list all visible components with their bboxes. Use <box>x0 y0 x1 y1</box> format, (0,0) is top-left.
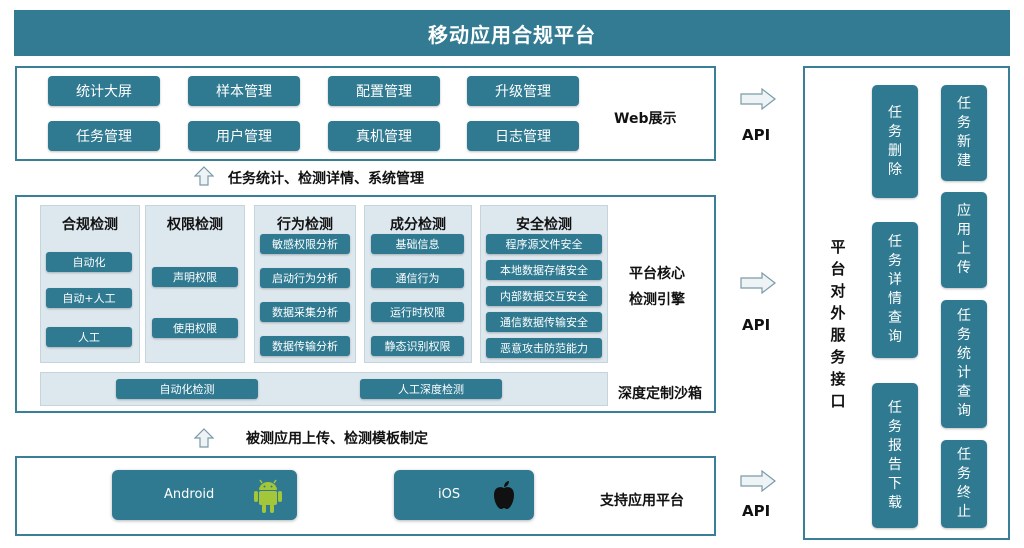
page-title: 移动应用合规平台 <box>14 10 1010 56</box>
web-button-user-mgmt[interactable]: 用户管理 <box>188 121 300 151</box>
service-title: 平台对外服务接口 <box>826 236 850 412</box>
service-task-report-download[interactable]: 任务报告下载 <box>872 383 918 528</box>
panel-item[interactable]: 人工 <box>46 327 132 347</box>
arrow1-label: 任务统计、检测详情、系统管理 <box>228 171 424 187</box>
sandbox-label: 深度定制沙箱 <box>618 386 702 402</box>
panel-item[interactable]: 内部数据交互安全 <box>486 286 602 306</box>
platform-label: 支持应用平台 <box>600 493 684 509</box>
panel-item[interactable]: 本地数据存储安全 <box>486 260 602 280</box>
service-btn-text: 任务新建 <box>957 96 971 169</box>
panel-item[interactable]: 数据传输分析 <box>260 336 350 356</box>
web-button-upgrade-mgmt[interactable]: 升级管理 <box>467 76 579 106</box>
service-task-detail-query[interactable]: 任务详情查询 <box>872 222 918 358</box>
service-btn-text: 任务报告下载 <box>888 399 902 511</box>
ios-platform-button[interactable]: iOS <box>394 470 534 520</box>
panel-title: 安全检测 <box>516 217 572 233</box>
panel-item[interactable]: 声明权限 <box>152 267 238 287</box>
service-btn-text: 任务终止 <box>957 447 971 520</box>
api-label-top: API <box>742 126 771 144</box>
core-label-line1: 平台核心 <box>629 266 685 282</box>
android-platform-button[interactable]: Android <box>112 470 297 520</box>
up-arrow-icon <box>194 166 214 186</box>
api-label-middle: API <box>742 316 771 334</box>
sandbox-item-auto[interactable]: 自动化检测 <box>116 379 258 399</box>
right-arrow-icon <box>740 470 776 492</box>
panel-item[interactable]: 使用权限 <box>152 318 238 338</box>
right-arrow-icon <box>740 88 776 110</box>
panel-security-detection: 安全检测 <box>480 205 608 363</box>
panel-title: 合规检测 <box>62 217 118 233</box>
web-display-label: Web展示 <box>614 111 677 127</box>
web-button-task-mgmt[interactable]: 任务管理 <box>48 121 160 151</box>
core-label-line2: 检测引擎 <box>629 292 685 308</box>
web-button-log-mgmt[interactable]: 日志管理 <box>467 121 579 151</box>
panel-item[interactable]: 通信数据传输安全 <box>486 312 602 332</box>
web-button-config-mgmt[interactable]: 配置管理 <box>328 76 440 106</box>
android-label: Android <box>164 487 215 502</box>
sandbox-item-manual[interactable]: 人工深度检测 <box>360 379 502 399</box>
ios-label: iOS <box>438 487 461 502</box>
panel-item[interactable]: 静态识别权限 <box>371 336 464 356</box>
panel-title: 成分检测 <box>390 217 446 233</box>
web-button-stats-screen[interactable]: 统计大屏 <box>48 76 160 106</box>
panel-item[interactable]: 运行时权限 <box>371 302 464 322</box>
service-app-upload[interactable]: 应用上传 <box>941 192 987 288</box>
api-label-bottom: API <box>742 502 771 520</box>
web-button-sample-mgmt[interactable]: 样本管理 <box>188 76 300 106</box>
panel-item[interactable]: 通信行为 <box>371 268 464 288</box>
service-btn-text: 应用上传 <box>957 203 971 276</box>
panel-item[interactable]: 恶意攻击防范能力 <box>486 338 602 358</box>
panel-item[interactable]: 程序源文件安全 <box>486 234 602 254</box>
panel-item[interactable]: 基础信息 <box>371 234 464 254</box>
panel-item[interactable]: 启动行为分析 <box>260 268 350 288</box>
panel-item[interactable]: 自动化 <box>46 252 132 272</box>
panel-item[interactable]: 敏感权限分析 <box>260 234 350 254</box>
panel-item[interactable]: 数据采集分析 <box>260 302 350 322</box>
up-arrow-icon <box>194 428 214 448</box>
service-btn-text: 任务删除 <box>888 104 902 178</box>
service-title-text: 平台对外服务接口 <box>830 238 846 410</box>
service-btn-text: 任务详情查询 <box>888 234 902 345</box>
service-btn-text: 任务统计查询 <box>957 308 971 419</box>
arrow2-label: 被测应用上传、检测模板制定 <box>246 431 428 447</box>
service-task-stats-query[interactable]: 任务统计查询 <box>941 300 987 428</box>
panel-title: 行为检测 <box>277 217 333 233</box>
web-button-device-mgmt[interactable]: 真机管理 <box>328 121 440 151</box>
service-task-create[interactable]: 任务新建 <box>941 85 987 181</box>
right-arrow-icon <box>740 272 776 294</box>
service-task-terminate[interactable]: 任务终止 <box>941 440 987 528</box>
apple-icon <box>494 481 514 509</box>
service-task-delete[interactable]: 任务删除 <box>872 85 918 198</box>
android-icon <box>254 479 282 513</box>
panel-title: 权限检测 <box>167 217 223 233</box>
panel-item[interactable]: 自动+人工 <box>46 288 132 308</box>
